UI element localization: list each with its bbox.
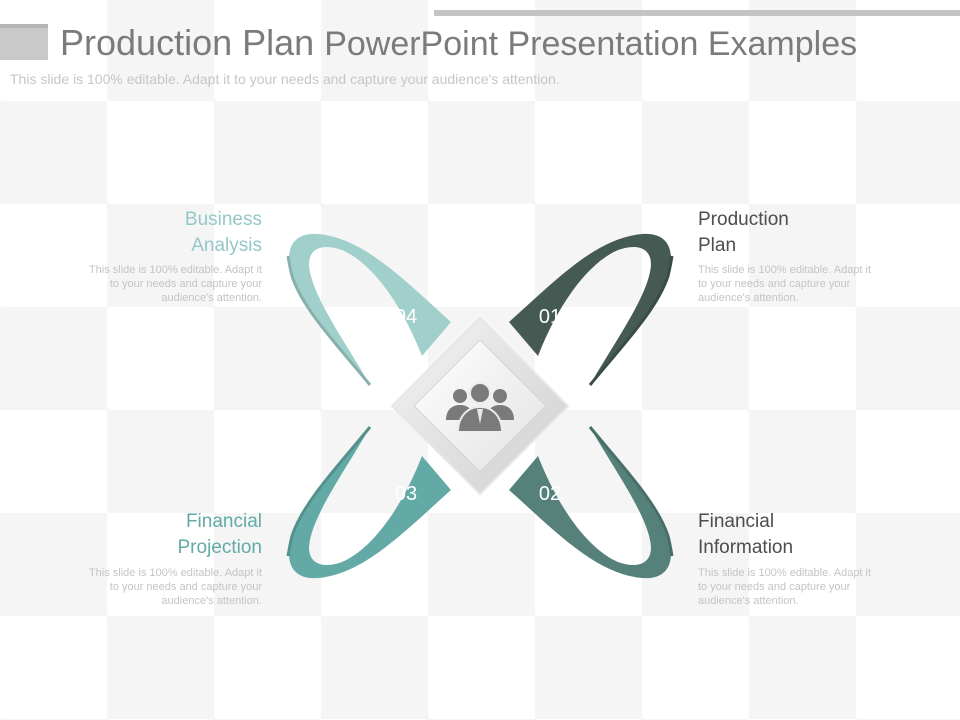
ribbon-edge-04 (286, 255, 372, 386)
step-number-01: 01 (539, 306, 561, 328)
step-label-02: Financial Information (698, 509, 888, 561)
step-desc-03-line3: audience's attention. (161, 595, 262, 607)
step-label-02-line2: Information (698, 537, 794, 558)
ribbon-edge-01 (588, 255, 674, 386)
ribbon-shape-01 (509, 233, 671, 385)
title-accent-line-right (434, 10, 960, 16)
ribbon-shape-02 (509, 427, 671, 579)
step-desc-03-line1: This slide is 100% editable. Adapt it (88, 567, 262, 579)
title-part1: Production Plan (60, 22, 315, 63)
step-desc-01-line2: to your needs and capture your (698, 278, 851, 290)
step-label-01: Production Plan (698, 207, 888, 259)
step-desc-03-line2: to your needs and capture your (109, 581, 262, 593)
title-accent-block (0, 24, 48, 60)
step-label-01-line1: Production (698, 209, 789, 230)
ribbon-shape-03 (289, 427, 451, 579)
step-desc-02: This slide is 100% editable. Adapt it to… (698, 566, 888, 608)
page-subtitle: This slide is 100% editable. Adapt it to… (10, 71, 560, 87)
step-label-03: Financial Projection (72, 509, 263, 561)
step-desc-01-line1: This slide is 100% editable. Adapt it (698, 264, 872, 276)
people-group-icon (446, 382, 514, 433)
step-number-03: 03 (395, 483, 417, 505)
step-desc-01: This slide is 100% editable. Adapt it to… (698, 263, 888, 305)
step-desc-04-line3: audience's attention. (161, 292, 262, 304)
step-ribbon-01: 01 (509, 233, 674, 386)
step-label-04: Business Analysis (72, 207, 262, 259)
step-number-04: 04 (395, 306, 417, 328)
step-label-01-line2: Plan (698, 235, 737, 256)
ribbon-edge-02 (588, 426, 674, 557)
step-desc-01-line3: audience's attention. (698, 292, 799, 304)
step-desc-02-line3: audience's attention. (698, 595, 799, 607)
page-title: Production Plan PowerPoint Presentation … (60, 22, 857, 64)
step-desc-04-line1: This slide is 100% editable. Adapt it (88, 264, 262, 276)
step-label-04-line1: Business (184, 209, 262, 230)
step-ribbon-02: 02 (509, 426, 674, 579)
step-ribbon-04: 04 (286, 233, 451, 386)
step-desc-03: This slide is 100% editable. Adapt it to… (72, 566, 262, 608)
step-label-03-line1: Financial (185, 511, 262, 532)
ribbon-edge-03 (286, 426, 372, 557)
center-diamond (390, 316, 570, 496)
step-label-04-line2: Analysis (191, 235, 262, 256)
step-desc-02-line1: This slide is 100% editable. Adapt it (698, 567, 872, 579)
step-number-02: 02 (539, 483, 561, 505)
title-accent-line-left (0, 24, 48, 28)
step-desc-04-line2: to your needs and capture your (109, 278, 262, 290)
step-ribbon-03: 03 (286, 426, 451, 579)
step-desc-02-line2: to your needs and capture your (698, 581, 851, 593)
step-label-03-line2: Projection (177, 537, 263, 558)
ribbon-shape-04 (289, 233, 451, 385)
title-part2: PowerPoint Presentation Examples (324, 25, 858, 63)
step-desc-04: This slide is 100% editable. Adapt it to… (72, 263, 262, 305)
step-label-02-line1: Financial (698, 511, 775, 532)
